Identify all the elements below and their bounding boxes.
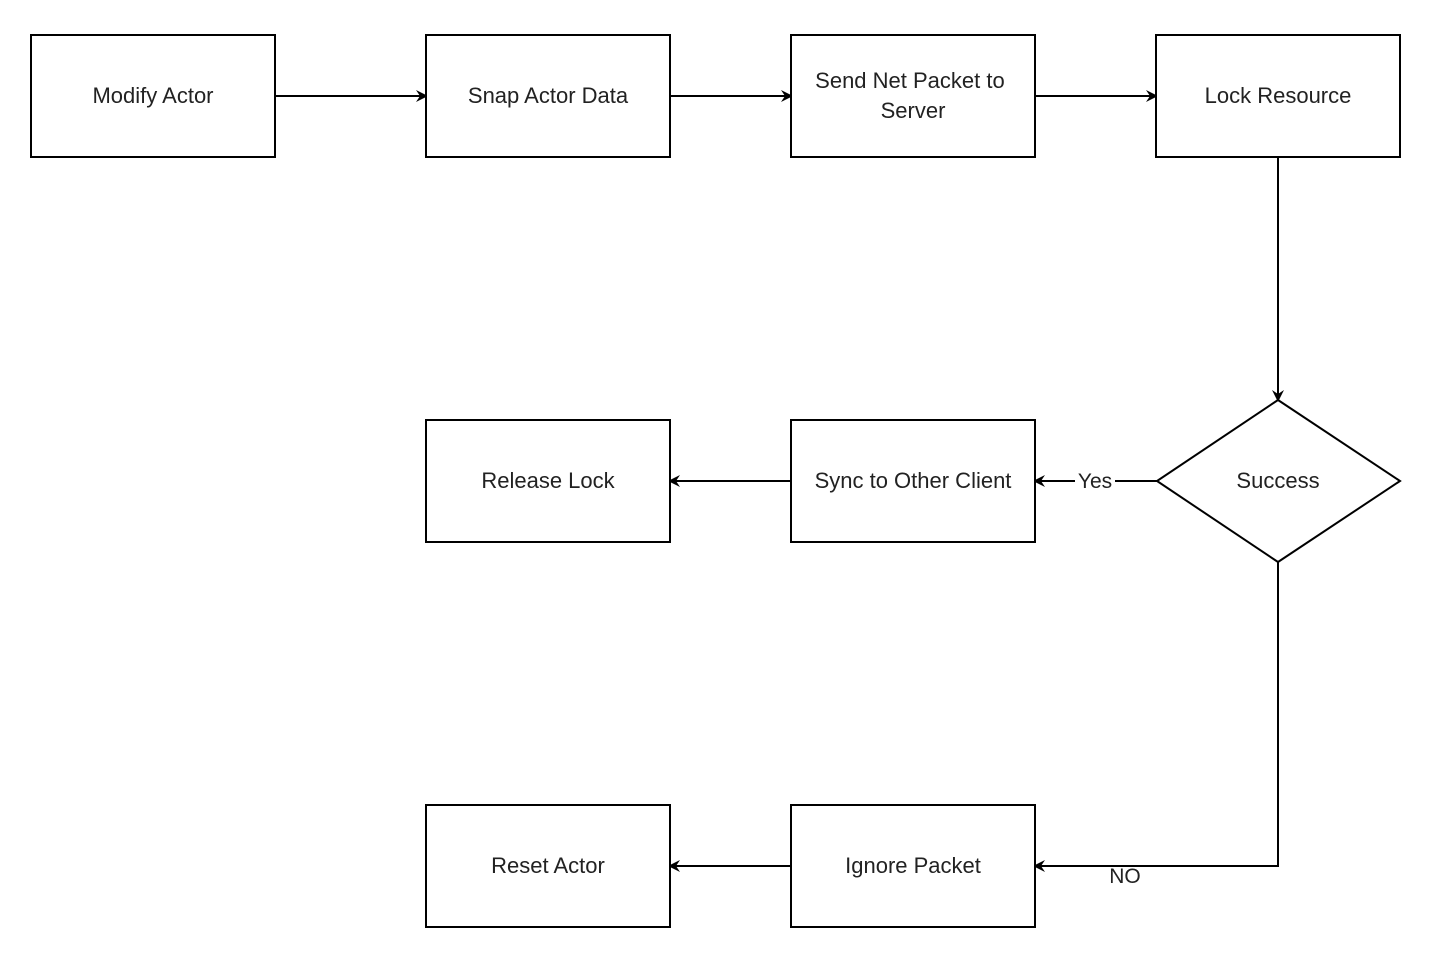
edge-label-no: NO (1109, 865, 1141, 888)
node-send-net-packet-label: Send Net Packet to Server (815, 68, 1011, 123)
node-send-net-packet[interactable]: Send Net Packet to Server (790, 34, 1036, 158)
edge-label-yes-group: Yes (1075, 468, 1115, 493)
node-modify-actor[interactable]: Modify Actor (30, 34, 276, 158)
node-lock-resource-label: Lock Resource (1205, 83, 1352, 108)
edge-label-yes: Yes (1078, 470, 1112, 493)
node-success-decision[interactable]: Success (1155, 398, 1402, 564)
node-release-lock[interactable]: Release Lock (425, 419, 671, 543)
node-send-net-packet-line-1: Send Net Packet to (815, 68, 1005, 93)
node-snap-actor-data-label: Snap Actor Data (468, 83, 629, 108)
node-send-net-packet-line-2: Server (881, 98, 946, 123)
node-snap-actor-data[interactable]: Snap Actor Data (425, 34, 671, 158)
edge-label-no-group: NO (1109, 865, 1141, 888)
node-lock-resource[interactable]: Lock Resource (1155, 34, 1401, 158)
node-modify-actor-label: Modify Actor (92, 83, 213, 108)
edge-success-to-ignore (1033, 562, 1279, 872)
node-release-lock-label: Release Lock (481, 468, 615, 493)
node-success-label: Success (1236, 468, 1319, 493)
node-ignore-packet[interactable]: Ignore Packet (790, 804, 1036, 928)
node-ignore-packet-label: Ignore Packet (845, 853, 981, 878)
node-sync-other-client[interactable]: Sync to Other Client (790, 419, 1036, 543)
node-sync-other-client-label: Sync to Other Client (815, 468, 1012, 493)
node-reset-actor[interactable]: Reset Actor (425, 804, 671, 928)
node-reset-actor-label: Reset Actor (491, 853, 605, 878)
